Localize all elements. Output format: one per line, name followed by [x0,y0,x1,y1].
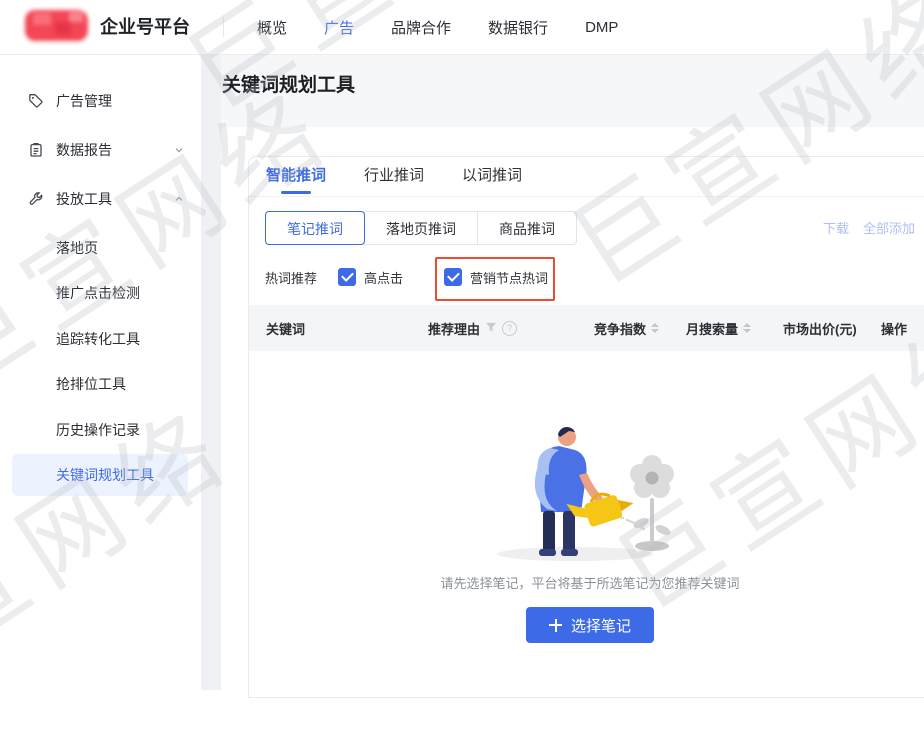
column-competition-index: 竞争指数 [594,305,660,351]
column-action: 操作 [881,321,908,337]
sidebar-item-ad-management[interactable]: 广告管理 [0,76,200,125]
checkbox-high-click[interactable] [338,268,357,286]
wrench-icon [28,191,44,207]
tab-smart-keywords[interactable]: 智能推词 [266,157,326,197]
sidebar-item-label: 广告管理 [56,92,112,109]
sidebar-scrollbar[interactable] [201,54,221,690]
keyword-planner-card: 智能推词 行业推词 以词推词 笔记推词 落地页推词 商品推词 下载 全部添加 热… [248,156,924,698]
nav-item-dmp[interactable]: DMP [585,18,619,36]
top-navbar: 企业号平台 概览 广告 品牌合作 数据银行 DMP [0,0,924,55]
column-market-bid: 市场出价(元) [783,321,857,337]
add-all-link[interactable]: 全部添加 [863,221,916,236]
page-title: 关键词规划工具 [222,75,356,96]
tab-bar: 智能推词 行业推词 以词推词 [249,157,924,197]
help-icon[interactable] [502,320,518,336]
tag-icon [28,93,44,109]
sidebar-item-delivery-tools[interactable]: 投放工具 [0,174,200,223]
nav-divider [223,17,224,37]
plus-icon [548,618,562,632]
report-icon [28,142,44,158]
hot-word-filter-row: 热词推荐 高点击 营销节点热词 [265,261,548,293]
filter-row-label: 热词推荐 [265,270,318,286]
source-segmented-control: 笔记推词 落地页推词 商品推词 [265,211,577,245]
sidebar-subitem-rank-grab[interactable]: 抢排位工具 [56,376,126,392]
empty-state-illustration [475,415,705,570]
sidebar-item-data-report[interactable]: 数据报告 [0,125,200,174]
sidebar-subitem-history[interactable]: 历史操作记录 [56,421,140,438]
table-header: 关键词 推荐理由 竞争指数 月搜索量 市场出价(元) 操作 [249,305,924,351]
primary-nav: 概览 广告 品牌合作 数据银行 DMP [257,0,618,54]
sidebar-subitem-landing-page[interactable]: 落地页 [56,239,98,256]
sidebar-item-label: 投放工具 [56,190,112,207]
select-note-button[interactable]: 选择笔记 [525,607,655,643]
nav-item-overview[interactable]: 概览 [257,19,288,37]
sidebar-subitem-keyword-planner[interactable]: 关键词规划工具 [12,454,188,496]
column-recommend-reason: 推荐理由 [428,305,518,351]
segment-landing-keywords[interactable]: 落地页推词 [364,211,478,245]
brand-logo[interactable] [25,10,88,41]
nav-item-brand-collab[interactable]: 品牌合作 [391,19,452,37]
brand-title: 企业号平台 [100,17,190,37]
segment-note-keywords[interactable]: 笔记推词 [265,211,365,245]
select-note-button-label: 选择笔记 [570,617,632,635]
download-link[interactable]: 下载 [823,221,850,236]
sidebar-subitem-conversion-tracking[interactable]: 追踪转化工具 [56,330,140,347]
tab-industry-keywords[interactable]: 行业推词 [364,167,425,184]
chevron-down-icon [174,145,184,155]
column-keyword: 关键词 [266,321,306,337]
filter-icon[interactable] [485,321,497,336]
column-monthly-search: 月搜索量 [686,305,752,351]
checkbox-marketing-node[interactable] [444,268,463,286]
sidebar-item-label: 数据报告 [56,141,112,158]
nav-item-ads[interactable]: 广告 [324,19,355,37]
checkbox-high-click-label[interactable]: 高点击 [364,270,404,286]
sort-icon[interactable] [743,323,752,333]
toolbar: 笔记推词 落地页推词 商品推词 下载 全部添加 [249,211,924,247]
nav-item-data-bank[interactable]: 数据银行 [488,19,549,37]
checkbox-marketing-node-label[interactable]: 营销节点热词 [470,270,549,286]
sort-icon[interactable] [651,323,660,333]
segment-product-keywords[interactable]: 商品推词 [477,211,577,245]
sidebar: 广告管理 数据报告 投放工具 落地页 推广点击 [0,54,200,690]
tab-by-word-keywords[interactable]: 以词推词 [462,167,523,184]
empty-state-message: 请先选择笔记，平台将基于所选笔记为您推荐关键词 [440,576,740,591]
chevron-up-icon [174,194,184,204]
sidebar-subitem-click-detection[interactable]: 推广点击检测 [56,285,140,301]
